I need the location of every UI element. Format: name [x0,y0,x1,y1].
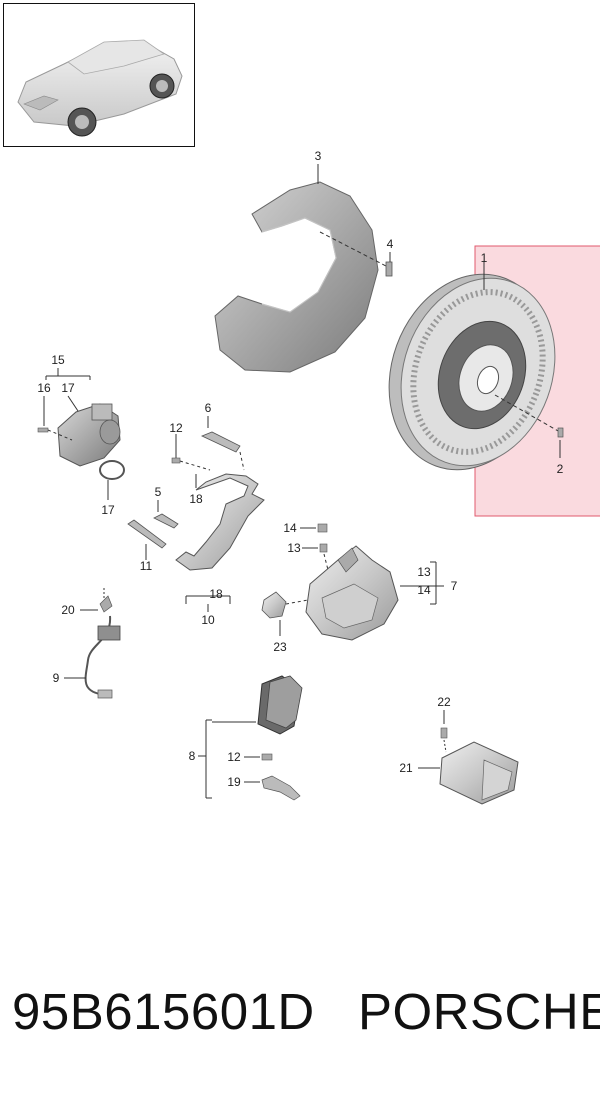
brand-name: PORSCHE [358,983,600,1040]
callout-13-right: 13 [417,565,431,579]
vehicle-thumbnail [3,3,195,147]
callout-14-left: 14 [283,521,297,535]
callout-13-left: 13 [287,541,301,555]
part-10-caliper-bracket[interactable] [175,473,265,571]
callout-7: 7 [451,579,458,593]
callout-16: 16 [37,381,51,395]
part-22-screw[interactable] [440,727,448,739]
callout-10: 10 [201,613,215,627]
part-number: 95B615601D [12,983,315,1040]
callout-22: 22 [437,695,451,709]
callout-20: 20 [61,603,75,617]
callout-17-lower: 17 [101,503,115,517]
callout-5: 5 [155,485,162,499]
part-17-o-ring[interactable] [99,460,125,480]
part-20-holder[interactable] [99,595,113,613]
exploded-parts-diagram: 3 4 1 2 15 16 17 17 6 12 18 5 11 18 10 1… [37,149,600,805]
part-2-screw[interactable] [557,427,564,438]
part-13-bleeder-screw[interactable] [319,543,328,553]
part-1-brake-disc[interactable] [363,251,581,492]
part-11-bolt[interactable] [127,519,167,549]
part-23-spring[interactable] [261,591,287,619]
callout-2: 2 [557,462,564,476]
part-3-splash-shield[interactable] [214,181,379,373]
part-5-bolt[interactable] [153,513,179,529]
part-7-brake-caliper[interactable] [305,545,399,641]
callout-19: 19 [227,775,241,789]
callout-1: 1 [481,251,488,265]
part-12-screw-upper[interactable] [171,457,181,464]
callout-14-right: 14 [417,583,431,597]
part-6-bolt[interactable] [200,431,241,453]
part-4-screw[interactable] [385,252,393,277]
vehicle-illustration [17,39,183,137]
callout-17-upper: 17 [61,381,75,395]
part-9-wear-sensor[interactable] [84,615,121,699]
callout-12-upper: 12 [169,421,183,435]
callout-21: 21 [399,761,413,775]
callout-11: 11 [140,559,153,573]
part-8-brake-pads[interactable] [257,675,303,735]
callout-6: 6 [205,401,212,415]
callout-12-lower: 12 [227,750,241,764]
part-16-screw[interactable] [37,427,49,433]
part-19-anti-rattle-spring[interactable] [261,775,301,801]
part-14-bleeder-cap[interactable] [317,523,328,533]
callout-4: 4 [387,237,394,251]
callout-15: 15 [51,353,65,367]
callout-3: 3 [315,149,322,163]
part-12-screw-lower[interactable] [261,753,273,761]
callout-18-lower: 18 [209,587,223,601]
callout-8: 8 [189,749,196,763]
part-15-actuator-motor[interactable] [57,403,121,467]
callout-23: 23 [273,640,287,654]
callout-18-upper: 18 [189,492,203,506]
part-21-control-unit[interactable] [439,741,519,805]
callout-9: 9 [53,671,60,685]
